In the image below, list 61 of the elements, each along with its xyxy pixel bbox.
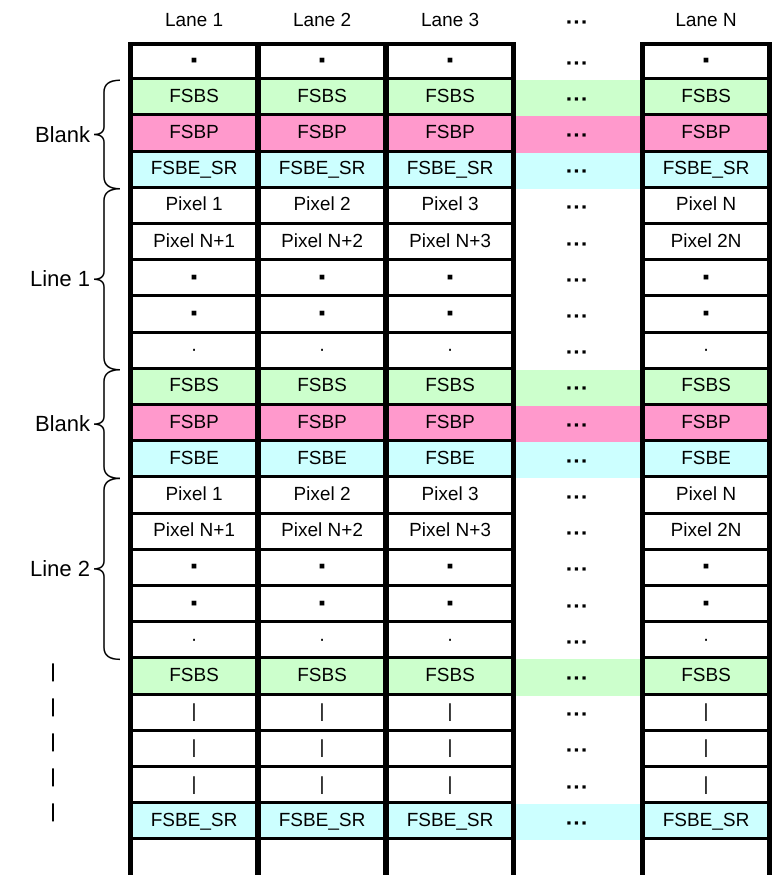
table-cell: FSBS — [130, 80, 258, 116]
row-group-label: Blank — [34, 411, 90, 438]
table-cell: FSBP — [642, 406, 770, 442]
table-cell: FSBP — [258, 116, 386, 153]
table-cell: FSBP — [130, 116, 258, 153]
table-cell: ▪▪▪ — [514, 406, 642, 442]
table-cell: FSBS — [386, 80, 514, 116]
table-cell: ▪▪▪ — [514, 659, 642, 696]
table-cell: | — [130, 696, 258, 732]
row-group-label: Blank — [34, 122, 90, 148]
table-cell: FSBE_SR — [130, 804, 258, 840]
table-cell: FSBE_SR — [386, 804, 514, 840]
table-cell: · — [386, 334, 514, 370]
table-cell: FSBE_SR — [258, 152, 386, 189]
column-header: Lane 3 — [420, 10, 480, 32]
table-cell: FSBE_SR — [130, 152, 258, 189]
table-cell: Pixel N+2 — [258, 514, 386, 551]
table-cell: ▪▪▪ — [514, 152, 642, 189]
table-cell: FSBE — [258, 442, 386, 478]
table-cell: FSBP — [130, 406, 258, 442]
table-cell: · — [130, 334, 258, 370]
table-cell: · — [642, 334, 770, 370]
table-cell: | — [642, 696, 770, 732]
column-header: Lane N — [674, 10, 738, 32]
table-cell: FSBE — [130, 442, 258, 478]
column-header: Lane 2 — [292, 10, 352, 32]
row-group-label: Line 2 — [30, 556, 90, 582]
table-cell: FSBE_SR — [642, 152, 770, 189]
table-cell: FSBS — [386, 370, 514, 406]
table-cell: FSBS — [642, 370, 770, 406]
table-cell: FSBS — [258, 370, 386, 406]
table-cell: FSBS — [258, 80, 386, 116]
table-cell: ▪▪▪ — [514, 370, 642, 406]
table-cell: FSBE — [386, 442, 514, 478]
table-cell: FSBS — [386, 659, 514, 696]
table-cell: Pixel 2N — [642, 514, 770, 551]
table-cell: FSBE_SR — [258, 804, 386, 840]
row-group-label: Line 1 — [30, 266, 90, 292]
table-cell: FSBE_SR — [386, 152, 514, 189]
table-cell: | — [386, 696, 514, 732]
table-cell: ▪▪▪ — [514, 116, 642, 153]
table-cell: FSBS — [258, 659, 386, 696]
table-cell: ▪▪▪ — [514, 80, 642, 116]
column-header: ▪▪▪ — [566, 13, 590, 31]
table-cell: ▪▪▪ — [514, 804, 642, 840]
table-cell: FSBS — [130, 370, 258, 406]
table-cell: FSBS — [642, 659, 770, 696]
table-cell: FSBP — [386, 406, 514, 442]
table-cell: FSBP — [386, 116, 514, 153]
table-cell: FSBP — [642, 116, 770, 153]
table-cell: FSBS — [130, 659, 258, 696]
table-cell: Pixel N+1 — [130, 514, 258, 551]
table-cell: FSBE_SR — [642, 804, 770, 840]
table-cell: FSBE — [642, 442, 770, 478]
table-cell: · — [258, 334, 386, 370]
table-cell: FSBP — [258, 406, 386, 442]
table-cell: FSBS — [642, 80, 770, 116]
table-cell: Pixel N+3 — [386, 514, 514, 551]
column-header: Lane 1 — [164, 10, 224, 32]
table-cell: | — [258, 696, 386, 732]
table-cell: ▪▪▪ — [514, 442, 642, 478]
